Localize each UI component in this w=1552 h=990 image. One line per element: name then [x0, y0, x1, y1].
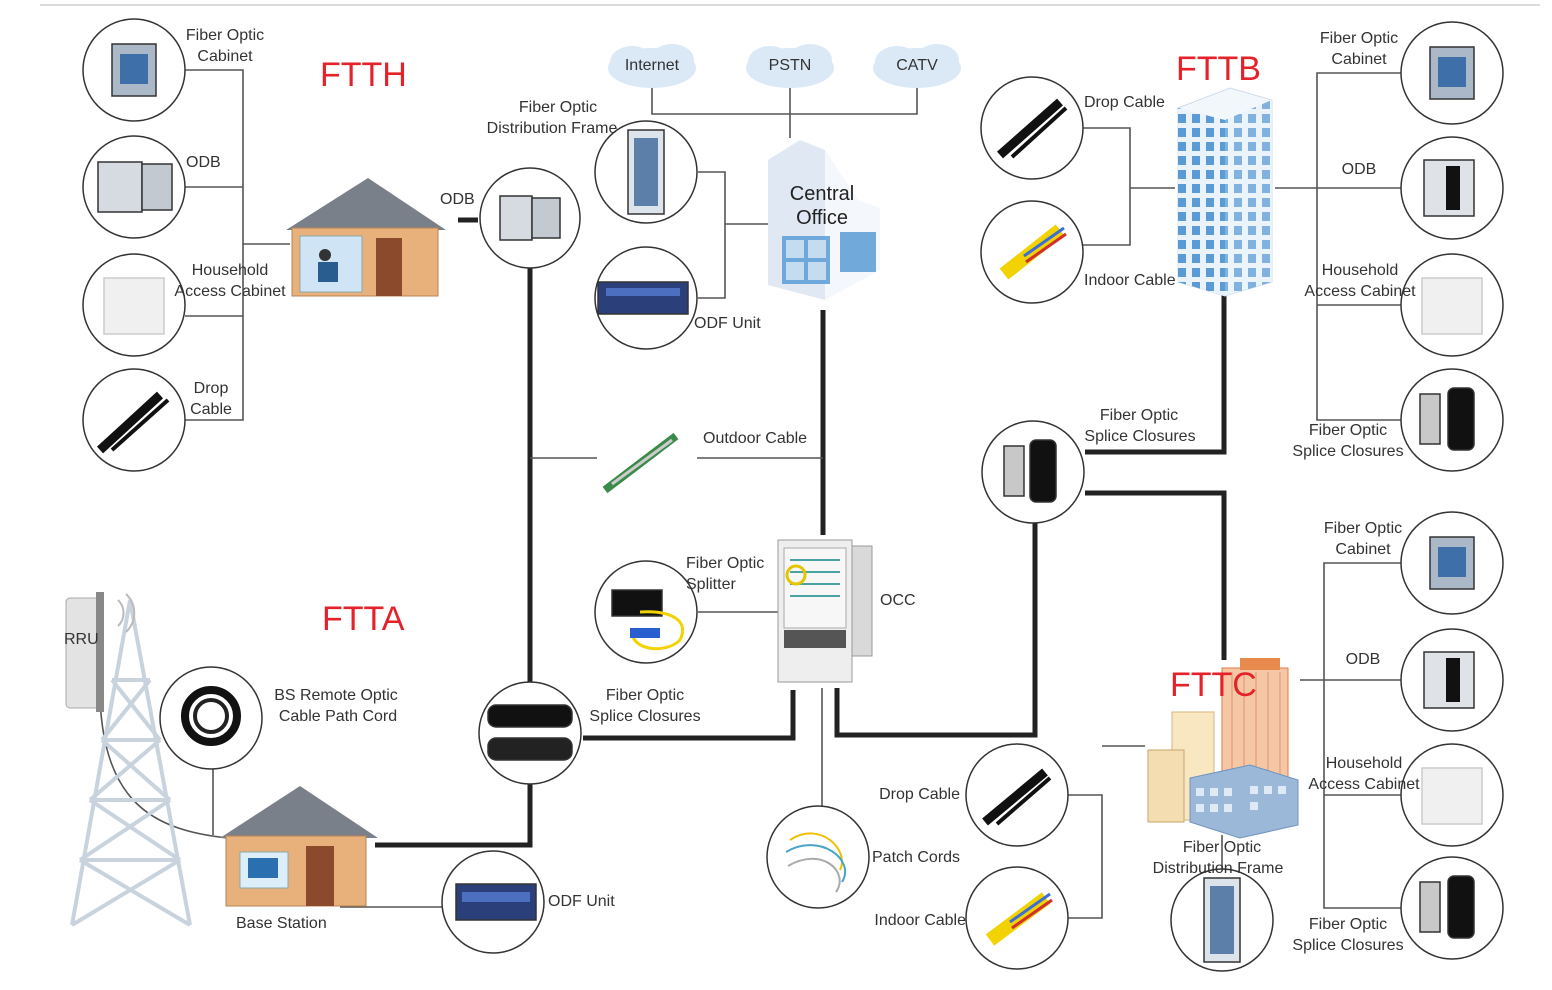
- outdoor-cable-icon: [602, 432, 679, 494]
- label-fttc-drop: Drop Cable: [879, 786, 960, 803]
- fttb-indoor-cable-icon: [980, 200, 1084, 304]
- label-bs-cord-2: Cable Path Cord: [279, 708, 397, 725]
- label-fttc-frame-1: Fiber Optic: [1183, 839, 1261, 856]
- label-patch-cords: Patch Cords: [872, 849, 960, 866]
- ftta-title: FTTA: [322, 600, 405, 638]
- mid-splice-closure-icon: [981, 420, 1085, 524]
- label-ftth-household-2: Access Cabinet: [174, 283, 286, 300]
- label-ftth-drop-1: Drop: [194, 380, 229, 397]
- fttc-splice-closure-icon: [1400, 856, 1504, 960]
- label-fttc-indoor: Indoor Cable: [874, 912, 966, 929]
- label-fttc-frame-2: Distribution Frame: [1153, 860, 1284, 877]
- label-fttc-household-2: Access Cabinet: [1308, 776, 1420, 793]
- central-office-label-2: Office: [796, 207, 848, 229]
- label-occ: OCC: [880, 592, 916, 609]
- label-fttc-splice-1: Fiber Optic: [1309, 916, 1387, 933]
- label-fttc-odb: ODB: [1346, 651, 1381, 668]
- occ-cabinet: [777, 539, 873, 683]
- label-ftth-cabinet-2: Cabinet: [197, 48, 253, 65]
- label-ftth-drop-2: Cable: [190, 401, 232, 418]
- patch-cords-icon: [766, 805, 870, 909]
- label-fttc-cabinet-1: Fiber Optic: [1324, 520, 1402, 537]
- label-fttb-indoor: Indoor Cable: [1084, 272, 1176, 289]
- cloud-label-catv: CATV: [896, 57, 938, 74]
- bs-cable-cord-icon: [159, 666, 263, 770]
- label-fttb-drop: Drop Cable: [1084, 94, 1165, 111]
- co-distribution-frame-icon: [594, 120, 698, 224]
- fttc-cabinet-icon: [1400, 511, 1504, 615]
- label-mid-splice-2: Splice Closures: [1084, 428, 1195, 445]
- fttc-buildings: [1147, 658, 1299, 839]
- house-odb-icon: [479, 167, 581, 269]
- label-house-odb: ODB: [440, 191, 475, 208]
- cell-tower: [70, 599, 192, 927]
- label-ftth-cabinet-1: Fiber Optic: [186, 27, 264, 44]
- label-base-station: Base Station: [236, 915, 327, 932]
- cloud-label-internet: Internet: [625, 57, 680, 74]
- fttc-household-cabinet-icon: [1400, 743, 1504, 847]
- cloud-internet: [608, 44, 696, 88]
- label-ftta-splice-2: Splice Closures: [589, 708, 700, 725]
- backbone-lines: [375, 217, 1227, 848]
- ftth-title: FTTH: [320, 56, 407, 94]
- cloud-pstn: [746, 44, 834, 88]
- label-splitter-2: Splitter: [686, 576, 736, 593]
- fttb-title: FTTB: [1176, 50, 1261, 88]
- ftth-odb-icon: [82, 135, 186, 239]
- label-ftta-splice-1: Fiber Optic: [606, 687, 684, 704]
- fttc-indoor-cable-icon: [965, 866, 1069, 970]
- label-fttb-household-2: Access Cabinet: [1304, 283, 1416, 300]
- fttb-splice-closure-icon: [1400, 368, 1504, 472]
- label-splitter-1: Fiber Optic: [686, 555, 764, 572]
- label-co-frame-2: Distribution Frame: [487, 120, 618, 137]
- label-ftta-odf-unit: ODF Unit: [548, 893, 615, 910]
- label-fttc-household-1: Household: [1326, 755, 1403, 772]
- label-fttb-cabinet-1: Fiber Optic: [1320, 30, 1398, 47]
- fttb-cabinet-icon: [1400, 21, 1504, 125]
- fttb-odb-icon: [1400, 136, 1504, 240]
- co-odf-unit-icon: [594, 246, 698, 350]
- branch-lines: [99, 69, 1402, 919]
- cloud-label-pstn: PSTN: [769, 57, 812, 74]
- label-ftth-odb: ODB: [186, 154, 221, 171]
- fttb-household-cabinet-icon: [1400, 253, 1504, 357]
- base-station-house: [220, 786, 378, 907]
- label-fttb-cabinet-2: Cabinet: [1331, 51, 1387, 68]
- central-office-label-1: Central: [790, 183, 854, 205]
- label-ftth-household-1: Household: [192, 262, 269, 279]
- labels: Fiber Optic Cabinet ODB Household Access…: [64, 27, 1420, 954]
- ftth-drop-cable-icon: [82, 368, 186, 472]
- label-fttb-odb: ODB: [1342, 161, 1377, 178]
- fttc-distribution-frame-icon: [1170, 868, 1274, 972]
- label-fttc-splice-2: Splice Closures: [1292, 937, 1403, 954]
- label-co-frame-1: Fiber Optic: [519, 99, 597, 116]
- label-fttb-splice-1: Fiber Optic: [1309, 422, 1387, 439]
- ftth-cabinet-icon: [82, 18, 186, 122]
- label-co-odf-unit: ODF Unit: [694, 315, 761, 332]
- ftta-odf-unit-icon: [441, 850, 545, 954]
- fttb-office-tower: [1177, 87, 1273, 297]
- label-outdoor-cable: Outdoor Cable: [703, 430, 807, 447]
- ftth-household-cabinet-icon: [82, 253, 186, 357]
- ftth-house: [286, 178, 446, 297]
- fttc-drop-cable-icon: [965, 743, 1069, 847]
- rru-antenna: [65, 592, 136, 712]
- label-mid-splice-1: Fiber Optic: [1100, 407, 1178, 424]
- fttb-drop-cable-icon: [980, 76, 1084, 180]
- fttc-odb-icon: [1400, 628, 1504, 732]
- label-fttb-household-1: Household: [1322, 262, 1399, 279]
- central-office-building: [768, 140, 880, 300]
- ftta-splice-closure-icon: [478, 681, 582, 785]
- cloud-catv: [873, 44, 961, 88]
- label-fttc-cabinet-2: Cabinet: [1335, 541, 1391, 558]
- splitter-icon: [594, 560, 698, 664]
- label-rru: RRU: [64, 631, 99, 648]
- fttc-title: FTTC: [1170, 666, 1257, 704]
- label-bs-cord-1: BS Remote Optic: [274, 687, 398, 704]
- label-fttb-splice-2: Splice Closures: [1292, 443, 1403, 460]
- device-icons: [82, 18, 1504, 972]
